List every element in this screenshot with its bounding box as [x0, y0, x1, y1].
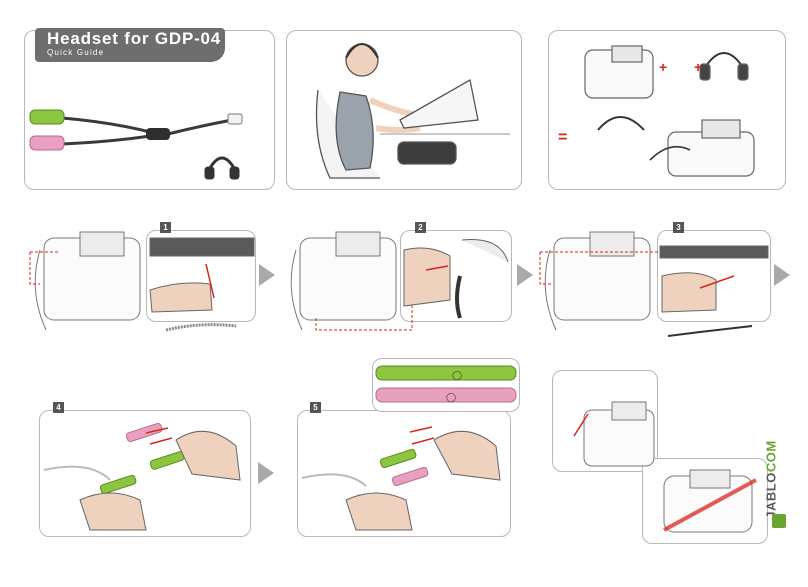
user-at-desk-illustration	[317, 44, 511, 178]
phone-side-view	[584, 402, 654, 466]
brand-logo: JABLOCOM	[766, 432, 796, 532]
brand-name-part1: JABLO	[764, 472, 779, 519]
phone-step-2	[291, 232, 396, 330]
brand-name-part2: COM	[764, 440, 779, 472]
adapter-cable-icon	[668, 326, 752, 336]
step-1-hand	[150, 238, 254, 312]
components-illustration	[585, 46, 754, 176]
step-5-plugs	[302, 431, 500, 530]
step-3-hand	[660, 246, 768, 312]
coiled-cord-icon	[166, 325, 236, 330]
svg-text:◯: ◯	[452, 371, 462, 381]
zoom-plugs: ◯ ◯	[376, 366, 516, 403]
brand-mark-icon	[772, 514, 786, 528]
y-cable-icon	[30, 110, 242, 150]
phone-step-3	[545, 232, 650, 330]
equals-sign: =	[558, 129, 567, 146]
step-2-hand	[404, 239, 508, 318]
plus-sign-1: +	[659, 59, 667, 75]
phone-step-1	[35, 232, 140, 330]
svg-text:◯: ◯	[446, 393, 456, 403]
step-4-plugs	[44, 423, 240, 530]
step-5-arrows	[410, 427, 434, 444]
headset-icon	[206, 158, 238, 178]
plus-sign-2: +	[694, 59, 702, 75]
